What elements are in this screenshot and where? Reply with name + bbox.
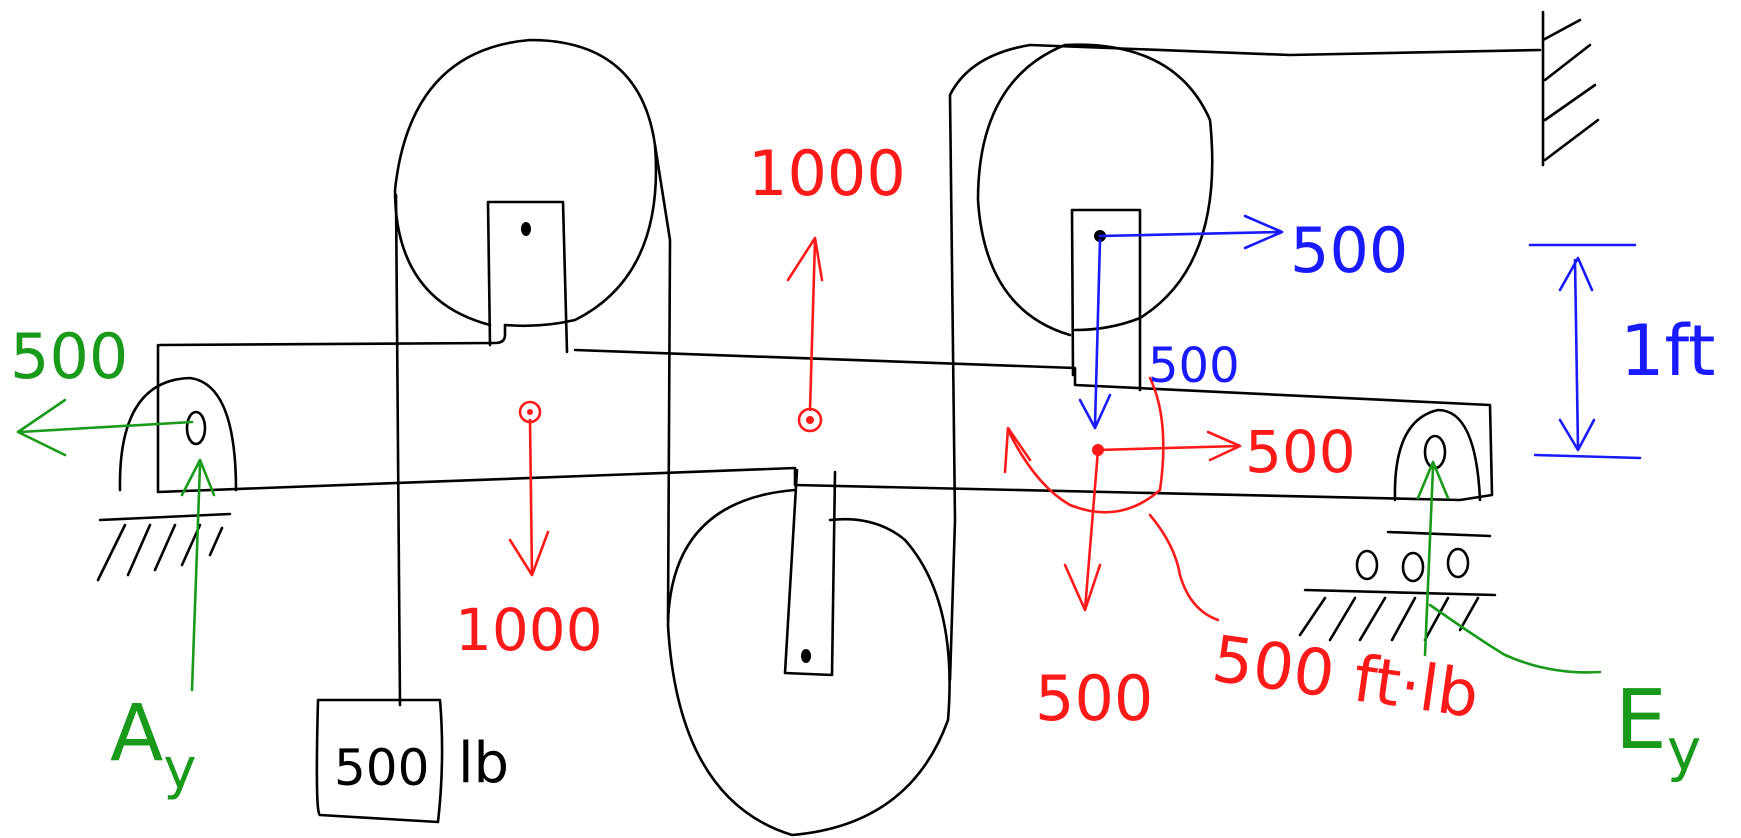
pulley-lower-axle — [801, 649, 811, 663]
red-point-left-center — [527, 409, 533, 415]
pin-a-hole — [185, 410, 207, 446]
label-reaction-a-sub: y — [163, 737, 196, 802]
pulley-upper-right-bracket — [1070, 208, 1142, 392]
label-weight-value: 500 — [334, 739, 429, 797]
blue-arrow-down-500 — [1078, 238, 1112, 430]
pulley-upper-left-axle — [521, 222, 531, 236]
roller-support-e — [1393, 408, 1482, 502]
ground-a — [98, 512, 232, 522]
label-red-down-1000: 1000 — [455, 596, 603, 664]
pulley-lower — [666, 488, 951, 837]
roller-plate-top — [1386, 530, 1492, 538]
pulley-lower-bracket — [783, 468, 837, 677]
ground-a-hatch — [96, 523, 224, 582]
label-green-left-500: 500 — [10, 320, 128, 393]
ground-e — [1303, 588, 1497, 597]
cable-top — [1028, 43, 1542, 57]
red-arrow-down-1000 — [508, 418, 550, 577]
ground-e-hatch — [1298, 596, 1480, 642]
label-weight-unit: lb — [458, 731, 509, 796]
red-moment-arc — [1003, 376, 1165, 514]
roller-2 — [1401, 551, 1425, 583]
roller-1 — [1355, 549, 1379, 581]
weight-box — [315, 698, 444, 824]
green-arrow-left-500 — [16, 398, 194, 457]
blue-dimension-1ft — [1528, 243, 1642, 460]
red-arrow-right-500 — [1096, 430, 1242, 462]
label-red-up-1000: 1000 — [748, 137, 906, 210]
pin-e-hole — [1423, 434, 1447, 470]
pulley-upper-left-bracket — [486, 200, 569, 354]
label-red-moment: 500 ft·lb — [1208, 623, 1483, 734]
label-red-down-500: 500 — [1035, 662, 1153, 735]
label-blue-length: 1ft — [1620, 310, 1715, 392]
green-reactions — [16, 398, 1602, 692]
wall-hatch — [1541, 18, 1600, 162]
green-arrow-up-ey — [1416, 460, 1450, 657]
red-moment-leader — [1148, 513, 1220, 622]
blue-arrow-right-500 — [1098, 214, 1284, 250]
cable-mid-left — [653, 143, 672, 622]
beam — [156, 323, 1494, 502]
pulley-upper-right — [976, 43, 1214, 337]
label-reaction-a: Ay — [110, 689, 197, 802]
label-reaction-e-sub: y — [1667, 716, 1701, 784]
pin-support-a — [118, 376, 238, 492]
green-arrow-up-ay — [180, 458, 216, 692]
cable-left — [394, 193, 402, 707]
red-point-mid-center — [806, 416, 814, 424]
blue-forces — [1078, 214, 1642, 460]
cable-mid-right — [948, 43, 1032, 682]
green-leader-ey — [1428, 603, 1602, 674]
roller-3 — [1446, 547, 1470, 579]
label-red-right-500: 500 — [1245, 418, 1356, 486]
structure — [96, 10, 1600, 837]
pulley-upper-left — [393, 38, 658, 328]
red-arrow-up-1000 — [786, 236, 824, 412]
label-reaction-e: Ey — [1615, 673, 1701, 784]
red-arrow-down-500 — [1063, 448, 1102, 612]
label-blue-right-500: 500 — [1290, 214, 1408, 287]
red-forces — [508, 236, 1242, 622]
label-blue-down-500: 500 — [1148, 338, 1240, 394]
